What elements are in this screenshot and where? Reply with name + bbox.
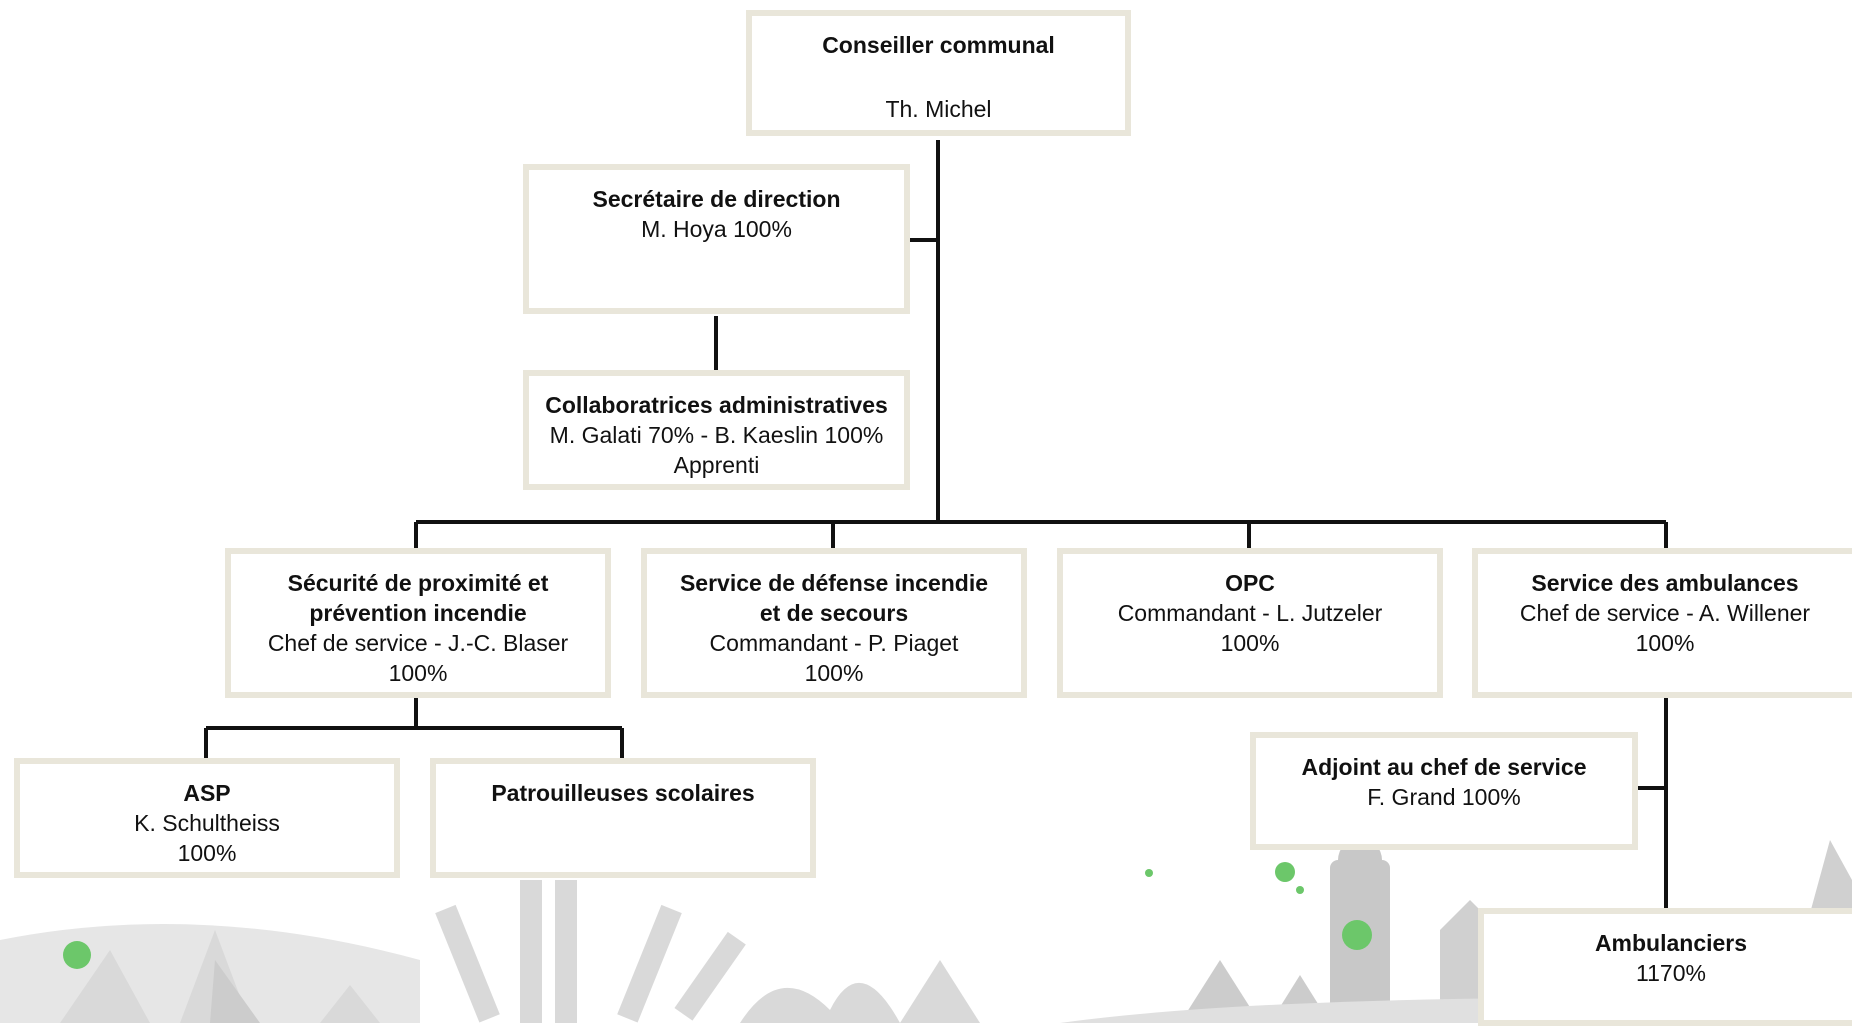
defense-title-line1: Service de défense incendie [679,570,989,596]
box-adjoint-chef-service: Adjoint au chef de service F. Grand 100% [1250,732,1638,850]
ambulanciers-title: Ambulanciers [1594,930,1748,956]
ambulances-title: Service des ambulances [1531,570,1799,596]
adjoint-line1: F. Grand 100% [1367,784,1521,810]
ambulanciers-line1: 1170% [1636,960,1706,986]
box-asp: ASP K. Schultheiss 100% [14,758,400,878]
defense-line2: 100% [804,660,864,686]
collaboratrices-title: Collaboratrices administratives [545,392,888,418]
defense-title-line2: et de secours [759,600,909,626]
box-patrouilleuses-scolaires: Patrouilleuses scolaires [430,758,816,878]
box-conseiller-communal: Conseiller communal Th. Michel [746,10,1131,136]
securite-title-line2: prévention incendie [309,600,527,626]
securite-title-line1: Sécurité de proximité et [287,570,549,596]
box-securite-proximite: Sécurité de proximité et prévention ince… [225,548,611,698]
box-secretaire-direction: Secrétaire de direction M. Hoya 100% [523,164,910,314]
collaboratrices-line1: M. Galati 70% - B. Kaeslin 100% [549,422,884,448]
box-ambulanciers: Ambulanciers 1170% [1478,908,1852,1026]
conseiller-name: Th. Michel [885,96,992,122]
defense-line1: Commandant - P. Piaget [709,630,959,656]
box-defense-incendie: Service de défense incendie et de secour… [641,548,1027,698]
conseiller-title: Conseiller communal [822,32,1055,58]
opc-line2: 100% [1220,630,1280,656]
securite-line1: Chef de service - J.-C. Blaser [267,630,569,656]
secretaire-line1: M. Hoya 100% [641,216,792,242]
patrouilleuses-title: Patrouilleuses scolaires [491,780,755,806]
collaboratrices-line2: Apprenti [673,452,760,478]
box-opc: OPC Commandant - L. Jutzeler 100% [1057,548,1443,698]
ambulances-line1: Chef de service - A. Willener [1519,600,1811,626]
asp-line1: K. Schultheiss [134,810,280,836]
adjoint-title: Adjoint au chef de service [1301,754,1587,780]
opc-line1: Commandant - L. Jutzeler [1117,600,1383,626]
box-service-ambulances: Service des ambulances Chef de service -… [1472,548,1852,698]
box-collaboratrices-administratives: Collaboratrices administratives M. Galat… [523,370,910,490]
asp-title: ASP [183,780,231,806]
asp-line2: 100% [177,840,237,866]
opc-title: OPC [1225,570,1275,596]
secretaire-title: Secrétaire de direction [592,186,841,212]
securite-line2: 100% [388,660,448,686]
ambulances-line2: 100% [1635,630,1695,656]
